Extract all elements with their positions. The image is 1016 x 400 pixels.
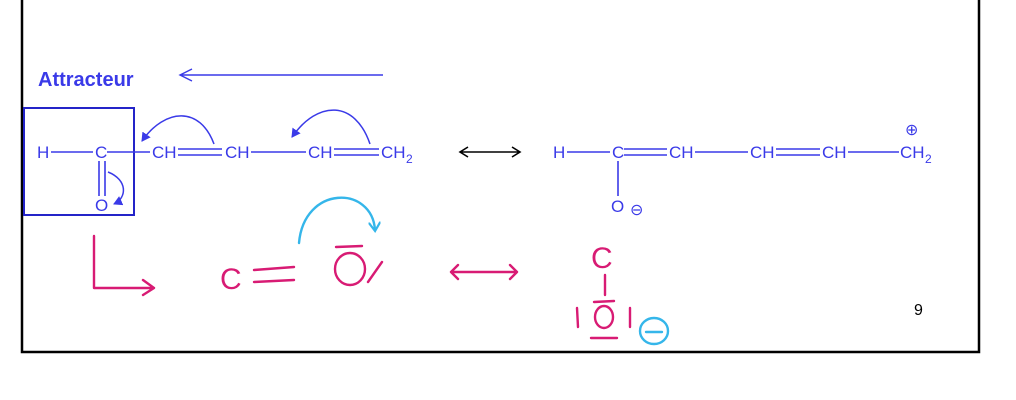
hand-c-top: C — [591, 242, 613, 275]
left-ch-1: CH — [152, 143, 177, 162]
right-plus-charge: ⊕ — [905, 122, 918, 139]
attracteur-label: Attracteur — [38, 69, 134, 91]
right-h: H — [553, 143, 565, 162]
left-curved-arrow-1-icon — [141, 115, 215, 145]
right-ch-4: CH — [900, 143, 925, 162]
left-curved-arrow-2-icon — [291, 109, 371, 145]
hand-l-arrow-icon — [92, 234, 156, 297]
page-number: 9 — [914, 302, 923, 319]
hand-double-bond-icon — [252, 265, 296, 284]
handwritten-notes: C C — [92, 196, 670, 346]
right-ch2-subscript: 2 — [925, 152, 932, 166]
right-o: O — [611, 197, 624, 216]
hand-minus-circle-icon — [638, 316, 670, 346]
left-ch-4: CH — [381, 143, 406, 162]
hand-cyan-curved-arrow-icon — [297, 196, 375, 245]
hand-c-left: C — [220, 263, 242, 296]
slide-frame — [20, 0, 981, 354]
left-ch2-subscript: 2 — [406, 152, 413, 166]
hand-lone-pair-over-icon — [592, 299, 616, 304]
hand-oxygen-circle-2-icon — [593, 304, 615, 330]
left-structure: H C O CH CH CH CH 2 — [37, 109, 413, 215]
resonance-arrow-icon — [458, 146, 522, 158]
right-ch-1: CH — [669, 143, 694, 162]
left-curved-arrow-co-icon — [107, 171, 125, 206]
right-structure: H C O ⊖ CH CH CH CH 2 ⊕ — [553, 122, 932, 219]
hand-oxygen-circle-icon — [333, 251, 367, 287]
hand-lone-pair-top-icon — [334, 244, 364, 249]
attracteur-arrow-icon — [178, 68, 383, 82]
aldehyde-highlight-box — [23, 107, 135, 216]
left-o: O — [95, 196, 108, 215]
left-ch-2: CH — [225, 143, 250, 162]
hand-lone-pair-left-icon — [575, 306, 580, 329]
right-ch-3: CH — [822, 143, 847, 162]
right-ch-2: CH — [750, 143, 775, 162]
left-h: H — [37, 143, 49, 162]
right-c: C — [612, 143, 624, 162]
hand-resonance-arrow-icon — [449, 263, 519, 281]
left-c: C — [95, 143, 107, 162]
left-ch-3: CH — [308, 143, 333, 162]
right-o-charge: ⊖ — [630, 202, 643, 219]
hand-lone-pair-side-icon — [366, 260, 384, 284]
